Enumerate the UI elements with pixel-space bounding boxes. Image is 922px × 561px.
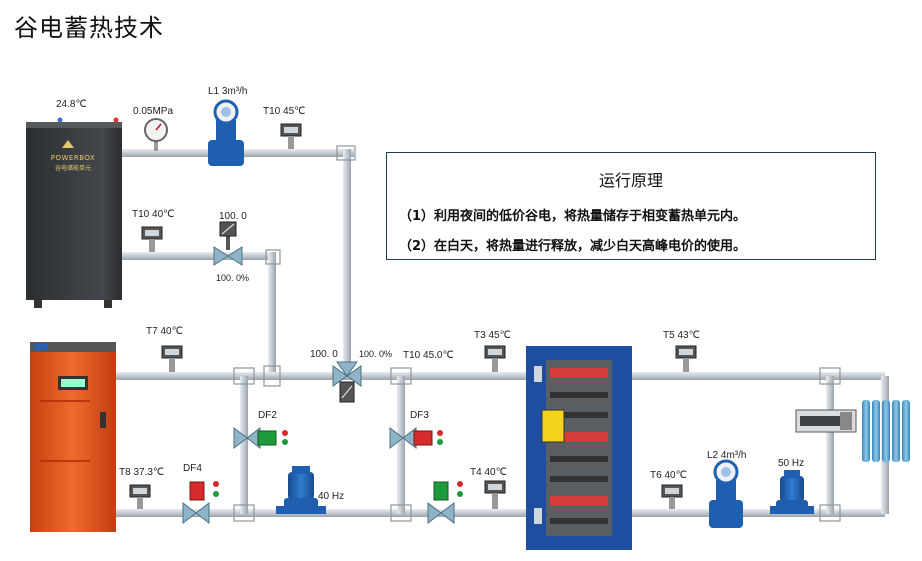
valve-t4-branch-icon — [427, 481, 463, 525]
temp-sensor-t7-icon — [161, 345, 183, 372]
operating-principle-box: 运行原理 （1）利用夜间的低价谷电，将热量储存于相变蓄热单元内。 （2）在白天，… — [386, 152, 876, 260]
t10-top-label: T10 45℃ — [263, 106, 306, 117]
t4-label: T4 40℃ — [470, 467, 507, 478]
temp-sensor-t10-top-icon — [280, 123, 302, 149]
flow-l1-label: L1 3m³/h — [208, 86, 248, 97]
pump1-freq-label: 40 Hz — [318, 491, 345, 502]
pump-1-icon — [276, 466, 326, 514]
t5-label: T5 43℃ — [663, 330, 700, 341]
storage-brand: POWERBOX — [51, 154, 95, 162]
mix-value-label: 100. 0 — [310, 349, 338, 360]
df4-label: DF4 — [183, 463, 202, 474]
temp-sensor-t10-mid-icon — [141, 226, 163, 252]
t3-label: T3 45℃ — [474, 330, 511, 341]
temp-sensor-t5-icon — [675, 345, 697, 372]
t6-label: T6 40℃ — [650, 470, 687, 481]
principle-line-1: （1）利用夜间的低价谷电，将热量储存于相变蓄热单元内。 — [399, 209, 747, 224]
df2-label: DF2 — [258, 410, 277, 421]
plate-heat-exchanger — [526, 346, 632, 550]
temp-sensor-t3-icon — [484, 345, 506, 372]
pump2-freq-label: 50 Hz — [778, 458, 805, 469]
flowmeter-l1-icon — [208, 99, 244, 166]
principle-heading: 运行原理 — [598, 171, 663, 190]
storage-unit: POWERBOX 谷电储能单元 — [26, 117, 122, 308]
mix-pct-label: 100. 0% — [359, 349, 393, 359]
temp-sensor-t8-icon — [129, 484, 151, 509]
valve-df3-icon — [389, 426, 443, 450]
radiator — [862, 400, 910, 462]
df3-label: DF3 — [410, 410, 429, 421]
pressure-gauge-icon — [144, 118, 168, 151]
temp-sensor-t6-icon — [661, 484, 683, 509]
pressure-label: 0.05MPa — [133, 106, 174, 117]
temp-sensor-t4-icon — [484, 480, 506, 509]
valve-top-pct-label: 100. 0% — [216, 273, 250, 283]
t7-label: T7 40℃ — [146, 326, 183, 337]
control-valve-top-icon — [213, 221, 243, 266]
t8-label: T8 37.3℃ — [119, 467, 165, 478]
t10-junction-label: T10 45.0℃ — [403, 350, 454, 361]
fan-coil-unit — [795, 409, 857, 433]
page-title: 谷电蓄热技术 — [14, 14, 164, 42]
unit-temp-label: 24.8℃ — [56, 99, 87, 110]
principle-line-2: （2）在白天，将热量进行释放，减少白天高峰电价的使用。 — [399, 239, 747, 254]
electric-boiler — [30, 342, 116, 532]
valve-top-value-label: 100. 0 — [219, 211, 247, 222]
valve-df4-icon — [182, 481, 219, 525]
storage-subtitle: 谷电储能单元 — [55, 164, 91, 172]
flow-l2-label: L2 4m³/h — [707, 450, 747, 461]
flowmeter-l2-icon — [709, 459, 743, 528]
t10-mid-label: T10 40℃ — [132, 209, 175, 220]
pump-2-icon — [770, 470, 814, 514]
mixing-valve-icon — [332, 361, 362, 403]
valve-df2-icon — [233, 426, 288, 450]
